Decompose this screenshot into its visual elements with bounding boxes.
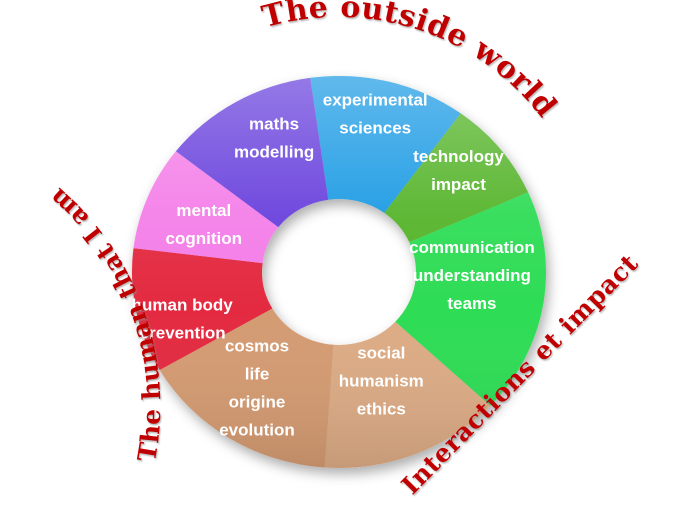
segment-label-communication-understanding-teams-line2: understanding bbox=[413, 266, 531, 285]
segment-label-experimental-sciences-line2: sciences bbox=[339, 119, 411, 138]
segment-label-cosmos-life-origine-evolution-line1: cosmos bbox=[225, 337, 289, 356]
segment-label-mental-cognition-line1: mental bbox=[176, 201, 231, 220]
segment-label-cosmos-life-origine-evolution-line2: life bbox=[245, 365, 270, 384]
ring-gloss-overlay bbox=[132, 76, 546, 468]
segment-label-communication-understanding-teams-line1: communication bbox=[409, 238, 535, 257]
segment-label-cosmos-life-origine-evolution-line3: origine bbox=[229, 393, 286, 412]
segment-label-social-humanism-ethics-line2: humanism bbox=[339, 372, 424, 391]
segment-label-human-body-prevention-line1: human body bbox=[132, 295, 234, 314]
segment-label-experimental-sciences-line1: experimental bbox=[323, 91, 428, 110]
segment-label-social-humanism-ethics-line1: social bbox=[357, 344, 405, 363]
segment-label-maths-modelling-line1: maths bbox=[249, 114, 299, 133]
segment-label-social-humanism-ethics-line3: ethics bbox=[357, 400, 406, 419]
segment-label-mental-cognition-line2: cognition bbox=[166, 229, 242, 248]
segment-label-maths-modelling-line2: modelling bbox=[234, 142, 314, 161]
segment-label-communication-understanding-teams-line3: teams bbox=[447, 294, 496, 313]
segment-label-human-body-prevention-line2: prevention bbox=[139, 323, 226, 342]
segment-label-technology-impact-line1: technology bbox=[413, 147, 504, 166]
segment-label-cosmos-life-origine-evolution-line4: evolution bbox=[219, 421, 295, 440]
segment-label-technology-impact-line2: impact bbox=[431, 175, 486, 194]
